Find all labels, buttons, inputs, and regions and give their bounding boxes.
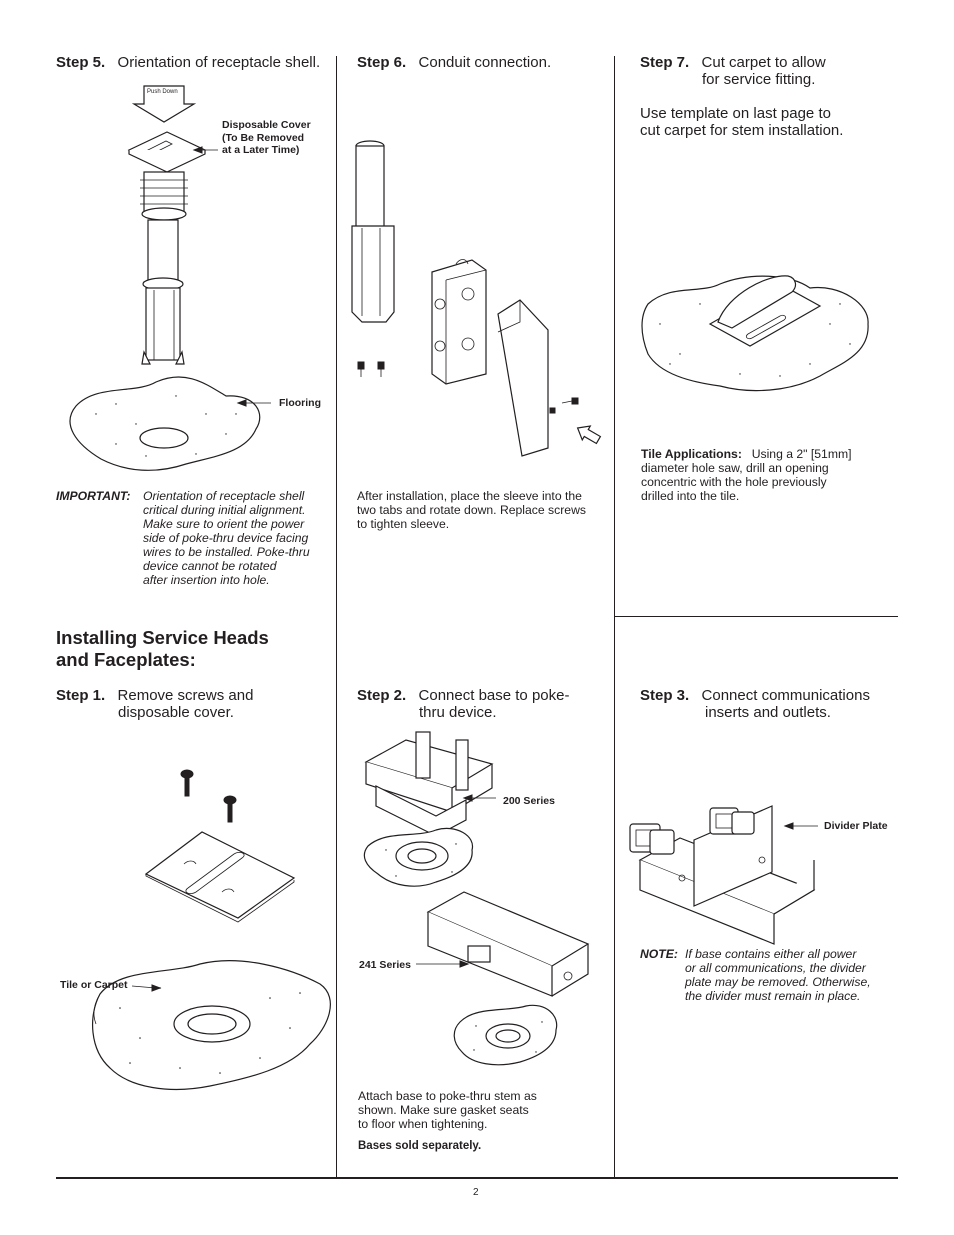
divider-note: If base contains either all power or all… <box>685 947 871 1003</box>
important-label: IMPORTANT: <box>56 489 130 503</box>
page-number: 2 <box>473 1187 479 1198</box>
bottom-step3-heading: Step 3. Connect communications <box>640 687 870 704</box>
disposable-cover-line: Disposable Cover <box>222 119 311 131</box>
column-divider-2-bottom <box>614 616 615 1177</box>
step6-note-line: After installation, place the sleeve int… <box>357 489 582 503</box>
step6-note-line: two tabs and rotate down. Replace screws <box>357 503 586 517</box>
step7-template-line: cut carpet for stem installation. <box>640 122 844 139</box>
push-down-label: Push Down <box>147 89 178 95</box>
step2-note-line: shown. Make sure gasket seats <box>358 1103 529 1117</box>
bottom-step1-line2: disposable cover. <box>118 704 234 721</box>
tile-note-line: concentric with the hole previously <box>641 475 827 489</box>
step6-heading: Step 6. Conduit connection. <box>357 54 551 71</box>
important-label-text: IMPORTANT: <box>56 489 131 503</box>
divider-note-line: plate may be removed. Otherwise, <box>685 975 871 989</box>
bottom-step2-line2: thru device. <box>419 704 497 721</box>
step7-text-line2: for service fitting. <box>702 71 816 88</box>
section-title-line: and Faceplates: <box>56 649 196 670</box>
step6-note: After installation, place the sleeve int… <box>357 489 586 531</box>
tile-note-line: diameter hole saw, drill an opening <box>641 461 829 475</box>
important-line: device cannot be rotated <box>143 559 277 573</box>
bottom-rule <box>56 1177 898 1179</box>
bottom-step3-label: Step 3. <box>640 687 690 704</box>
column-divider-1-bottom <box>336 616 337 1177</box>
important-note: Orientation of receptacle shell critical… <box>143 489 310 587</box>
divider-note-line: If base contains either all power <box>685 947 857 961</box>
step6-text: Conduit connection. <box>418 54 552 71</box>
step2-note-line: Attach base to poke-thru stem as <box>358 1089 537 1103</box>
bottom-step1-label: Step 1. <box>56 687 106 704</box>
series-241-label: 241 Series <box>359 959 411 971</box>
divider-plate-label: Divider Plate <box>824 820 888 832</box>
disposable-cover-label: Disposable Cover (To Be Removed at a Lat… <box>222 119 311 157</box>
bottom-step1-line1: Remove screws and <box>117 687 254 704</box>
tile-note-first-line: Tile Applications: Using a 2" [51mm] <box>641 447 852 461</box>
important-line: Make sure to orient the power <box>143 517 305 531</box>
divider-note-line: the divider must remain in place. <box>685 989 861 1003</box>
remove-cover-illustration <box>91 769 331 1091</box>
tile-or-carpet-label: Tile or Carpet <box>60 979 128 991</box>
step2-note-line: to floor when tightening. <box>358 1117 488 1131</box>
disposable-cover-line: at a Later Time) <box>222 144 300 156</box>
step7-text-line1: Cut carpet to allow <box>701 54 826 71</box>
note-label: NOTE: <box>640 947 678 961</box>
bottom-step2-heading: Step 2. Connect base to poke- <box>357 687 569 704</box>
bottom-step2-label: Step 2. <box>357 687 407 704</box>
disposable-cover-line: (To Be Removed <box>222 131 305 144</box>
step7-template-line: Use template on last page to <box>640 105 831 122</box>
carpet-cut-illustration <box>641 275 869 392</box>
step6-label: Step 6. <box>357 54 407 71</box>
bottom-step1-heading: Step 1. Remove screws and <box>56 687 253 704</box>
step7-label: Step 7. <box>640 54 690 71</box>
divider-note-line: or all communications, the divider <box>685 961 866 975</box>
section-divider <box>614 616 898 617</box>
step6-note-line: to tighten sleeve. <box>357 517 450 531</box>
important-line: side of poke-thru device facing <box>143 531 309 545</box>
conduit-connection-illustration <box>351 140 602 457</box>
flooring-label: Flooring <box>279 397 321 409</box>
section-title: Installing Service Heads and Faceplates: <box>56 627 269 671</box>
important-line: after insertion into hole. <box>143 573 270 587</box>
step5-text: Orientation of receptacle shell. <box>117 54 321 71</box>
step5-heading: Step 5. Orientation of receptacle shell. <box>56 54 320 71</box>
series-200-label: 200 Series <box>503 795 555 807</box>
connect-base-illustration <box>363 731 590 1066</box>
important-line: wires to be installed. Poke-thru <box>143 545 310 559</box>
tile-applications-note: Tile Applications: Using a 2" [51mm] dia… <box>641 447 852 503</box>
column-divider-1-top <box>336 56 337 616</box>
bottom-step3-line1: Connect communications <box>701 687 870 704</box>
tile-note-line: drilled into the tile. <box>641 489 740 503</box>
important-line: critical during initial alignment. <box>143 503 306 517</box>
tile-note-line: Using a 2" [51mm] <box>751 447 852 461</box>
section-title-line: Installing Service Heads <box>56 627 269 648</box>
step7-heading: Step 7. Cut carpet to allow <box>640 54 826 71</box>
step7-template-note: Use template on last page to cut carpet … <box>640 105 843 139</box>
poke-thru-device-illustration <box>69 85 271 471</box>
bottom-step3-line2: inserts and outlets. <box>705 704 831 721</box>
column-divider-2-top <box>614 56 615 616</box>
step2-note: Attach base to poke-thru stem as shown. … <box>358 1089 537 1131</box>
bottom-step2-line1: Connect base to poke- <box>418 687 570 704</box>
bases-sold-note: Bases sold separately. <box>358 1140 482 1152</box>
important-line: Orientation of receptacle shell <box>143 489 305 503</box>
tile-applications-label: Tile Applications: <box>641 447 742 461</box>
step5-label: Step 5. <box>56 54 106 71</box>
communications-inserts-illustration <box>629 805 818 945</box>
